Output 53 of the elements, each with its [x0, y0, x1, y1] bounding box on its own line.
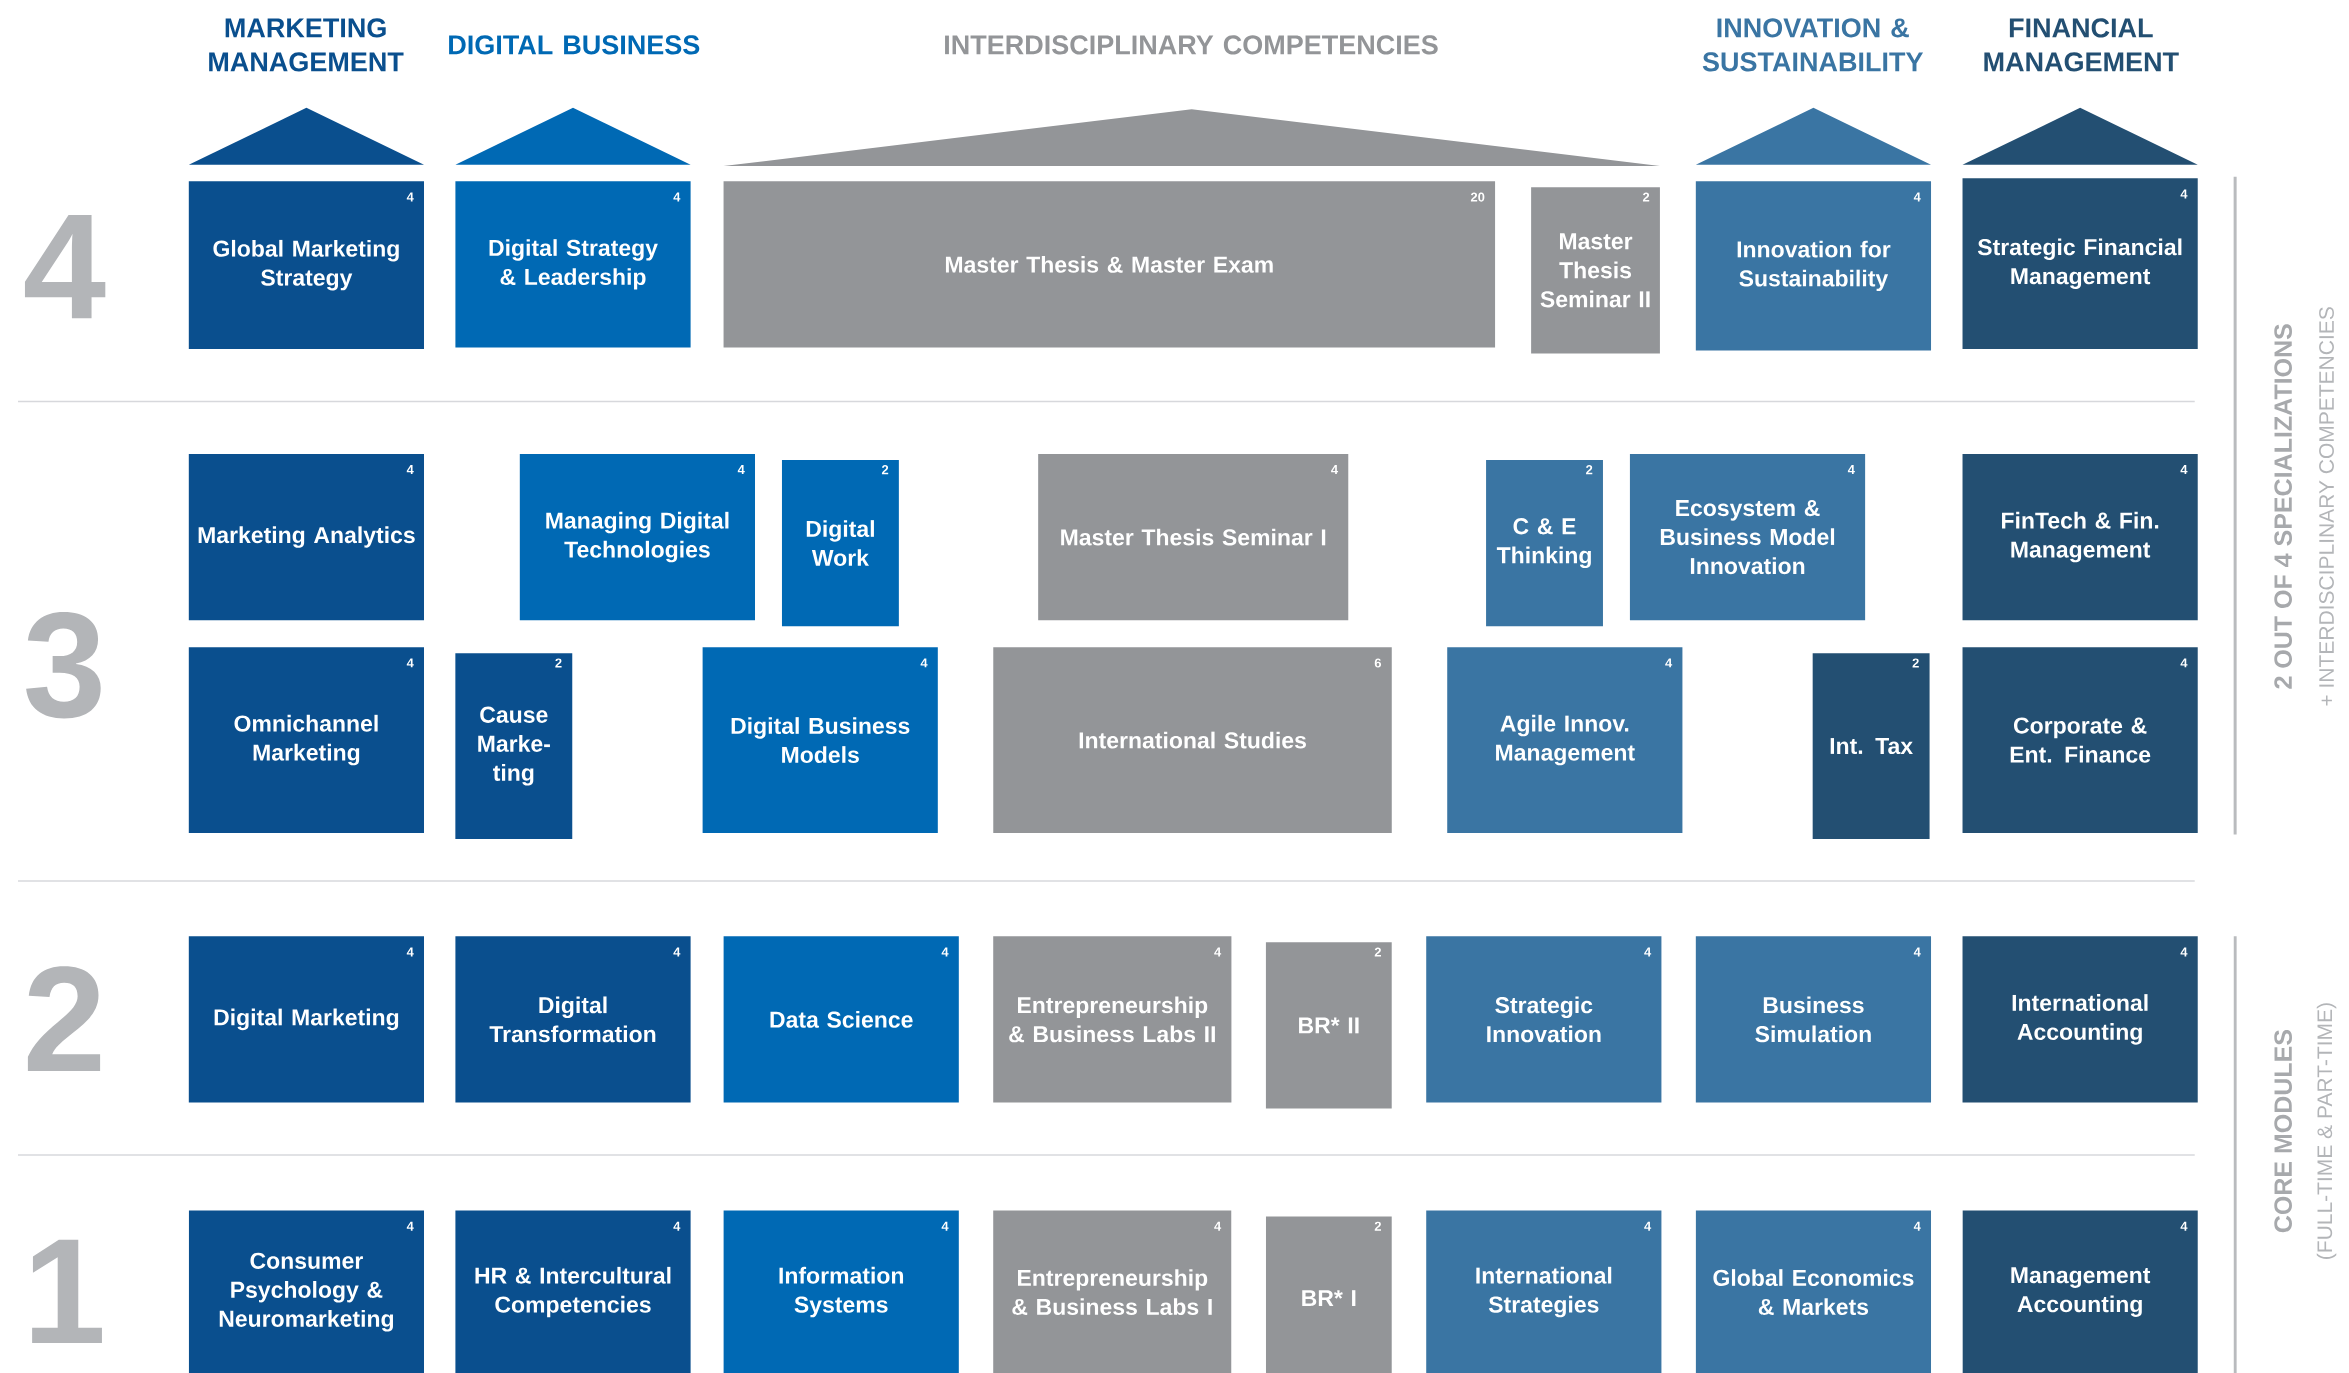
side-label: + INTERDISCIPLINARY COMPETENCIES [2319, 307, 2334, 706]
credit-number: 2 [1912, 658, 1919, 668]
roof-triangle [1962, 107, 2198, 165]
column-heading: FINANCIAL MANAGEMENT [1984, 18, 2179, 72]
credit-number: 4 [673, 1221, 681, 1231]
credit-number: 4 [1644, 1221, 1652, 1231]
credit-number: 4 [920, 658, 928, 668]
semester-number: 2 [27, 966, 101, 1072]
credit-number: 2 [1374, 1221, 1381, 1231]
credit-number: 4 [1913, 947, 1921, 957]
credit-number: 4 [406, 465, 414, 475]
credit-number: 2 [881, 465, 889, 475]
credit-number: 2 [555, 658, 562, 668]
credit-number: 4 [673, 192, 681, 202]
credit-number: 4 [406, 192, 414, 202]
credit-number: 4 [941, 1221, 949, 1231]
credit-number: 4 [737, 465, 745, 475]
credit-number: 4 [406, 658, 414, 668]
credit-number: 2 [1374, 947, 1381, 957]
side-label: CORE MODULES [2274, 1030, 2292, 1233]
credit-number: 4 [1214, 1221, 1222, 1231]
column-heading: INTERDISCIPLINARY COMPETENCIES [945, 35, 1438, 55]
credit-number: 4 [2180, 658, 2188, 668]
credit-number: 4 [1331, 465, 1339, 475]
credit-number: 2 [1586, 465, 1593, 475]
credit-number: 4 [406, 1221, 414, 1231]
credit-number: 4 [941, 947, 949, 957]
credit-number: 4 [406, 947, 414, 957]
credit-number: 4 [2180, 947, 2188, 957]
credit-number: 4 [1847, 465, 1855, 475]
credit-number: 4 [1214, 947, 1222, 957]
column-heading: DIGITAL BUSINESS [449, 35, 700, 55]
credit-number: 6 [1374, 658, 1382, 668]
roof-triangle [1695, 107, 1932, 165]
semester-number: 3 [26, 612, 101, 719]
credit-number: 4 [1665, 658, 1673, 668]
credit-number: 4 [1913, 1221, 1921, 1231]
side-label: (FULL-TIME & PART-TIME) [2316, 1003, 2337, 1259]
credit-number: 4 [2180, 1221, 2188, 1231]
credit-number: 4 [1644, 947, 1652, 957]
credit-number: 4 [2180, 189, 2188, 199]
column-heading: MARKETING MANAGEMENT [209, 18, 404, 72]
roof-triangle [455, 107, 691, 165]
semester-number: 4 [24, 215, 106, 319]
credit-number: 20 [1470, 192, 1485, 202]
roof-triangle [188, 107, 424, 165]
credit-number: 4 [673, 947, 681, 957]
semester-number: 1 [32, 1239, 102, 1343]
credit-number: 4 [1913, 192, 1921, 202]
credit-number: 2 [1642, 192, 1650, 202]
credit-number: 4 [2180, 465, 2188, 475]
side-label: 2 OUT OF 4 SPECIALIZATIONS [2274, 324, 2292, 689]
column-heading: INNOVATION & SUSTAINABILITY [1702, 18, 1924, 72]
